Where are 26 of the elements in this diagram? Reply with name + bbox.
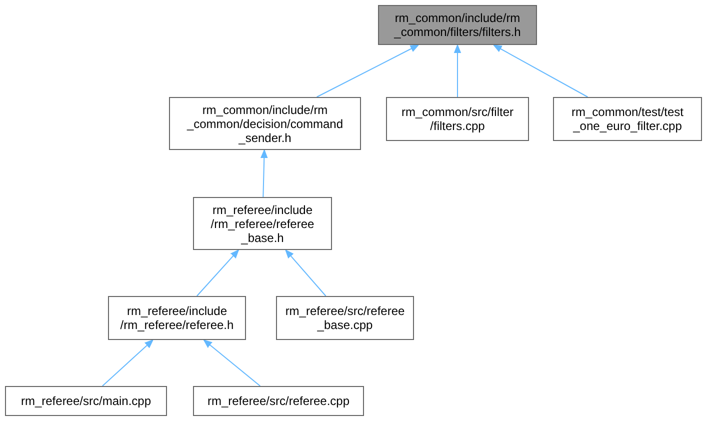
file-box (378, 5, 537, 45)
file-box (108, 296, 246, 340)
file-box (5, 386, 167, 416)
file-path: rm_referee/include /rm_referee/referee.h (119, 304, 235, 332)
file-path: rm_common/src/filter /filters.cpp (400, 105, 514, 133)
file-box (193, 197, 332, 250)
file-path: rm_common/include/rm _common/filters/filters.h (393, 11, 522, 39)
dependency-arrow (102, 340, 154, 386)
file-path: rm_referee/src/main.cpp (20, 394, 152, 408)
file-box (276, 296, 414, 340)
dependency-arrow (285, 250, 326, 296)
dependency-arrow (260, 150, 268, 198)
file-box (193, 386, 364, 416)
file-box (386, 97, 529, 141)
file-path: rm_common/test/test _one_euro_filter.cpp (570, 105, 685, 133)
dependency-arrow (493, 44, 588, 98)
file-path: rm_referee/src/referee _base.cpp (284, 304, 406, 332)
dependency-arrow (454, 44, 462, 98)
file-path: rm_referee/include /rm_referee/referee _base.h (210, 202, 316, 244)
file-path: rm_referee/src/referee.cpp (207, 394, 350, 408)
dependency-arrow (196, 250, 240, 296)
dependency-arrow (316, 44, 419, 98)
dependency-arrow (203, 340, 261, 386)
file-path: rm_common/include/rm _common/decision/command _sender.h (186, 102, 344, 144)
file-box (169, 97, 361, 150)
file-box (553, 97, 702, 141)
